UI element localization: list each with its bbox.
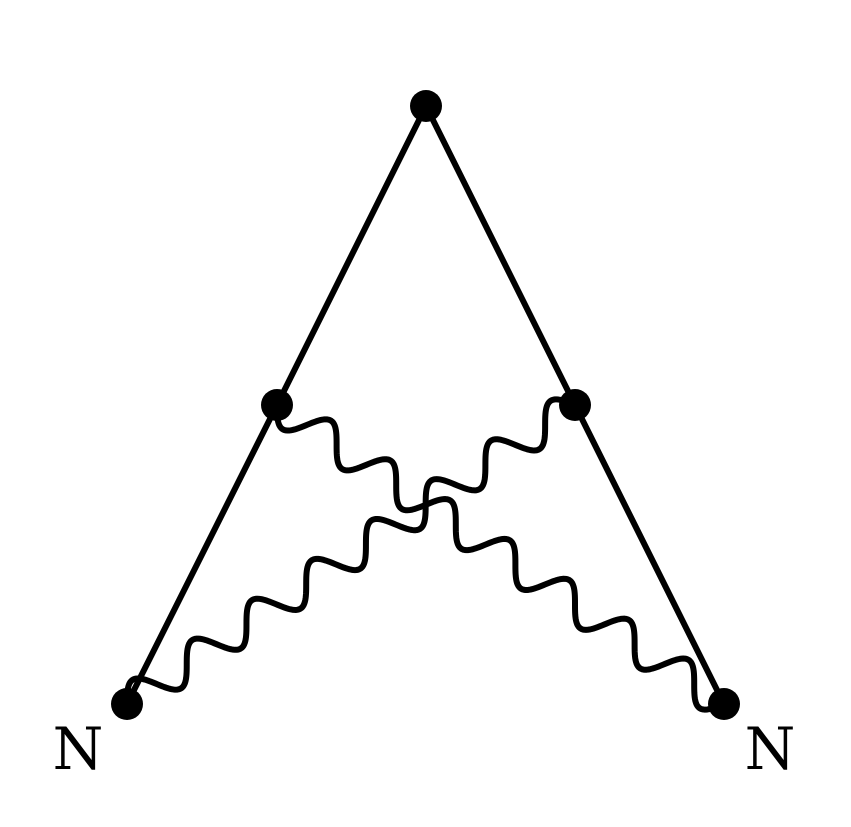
vertex-bottom-left <box>111 688 143 720</box>
line-top-to-mid-right <box>423 103 578 408</box>
vertex-mid-left <box>261 389 293 421</box>
line-mid-left-to-bottom-left <box>124 402 280 707</box>
wavy-line-mid-right-to-bottom-left <box>124 396 578 707</box>
wavy-line-mid-left-to-bottom-right <box>274 402 727 713</box>
line-mid-right-to-bottom-right <box>572 402 727 707</box>
vertex-mid-right <box>559 389 591 421</box>
label-right-endpoint: N <box>745 715 796 783</box>
vertex-bottom-right <box>708 688 740 720</box>
label-left-endpoint: N <box>53 715 104 783</box>
vertex-top <box>410 90 442 122</box>
line-top-to-mid-left <box>274 103 429 408</box>
